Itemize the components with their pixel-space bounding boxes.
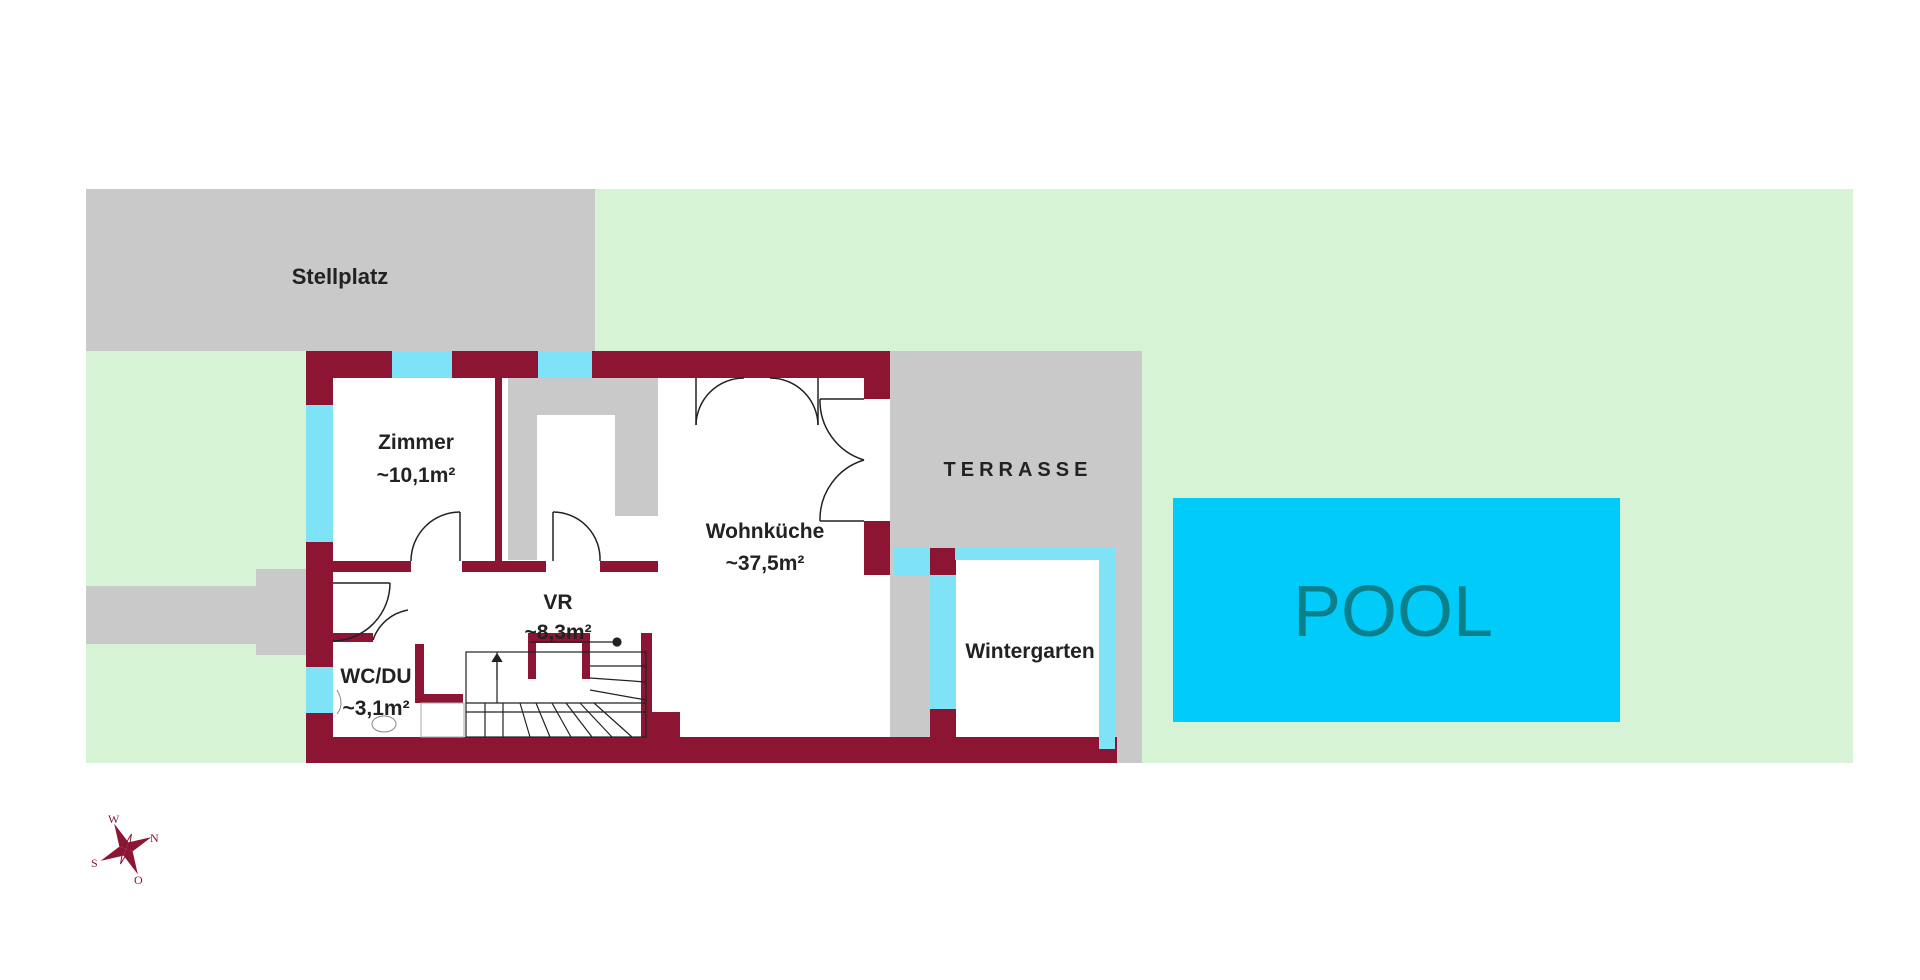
pool (1173, 498, 1620, 722)
compass-west-label: W (108, 812, 120, 826)
entrance-step (256, 569, 308, 655)
vr-area: ~8,3m² (524, 621, 591, 644)
toilet-icon (371, 715, 397, 733)
compass-south-label: S (91, 856, 98, 870)
wohnkueche-area: ~37,5m² (726, 552, 805, 575)
washbasin-icon (336, 689, 342, 715)
wcdu-name: WC/DU (340, 665, 411, 688)
door-swing (819, 398, 865, 461)
compass-rose-icon (100, 823, 152, 875)
door-swing (552, 511, 601, 562)
pool-label: POOL (1293, 572, 1493, 652)
vr-name: VR (543, 591, 572, 614)
kitchen-cabinet (615, 378, 658, 516)
windows (306, 351, 1115, 749)
stellplatz-label: Stellplatz (292, 264, 389, 289)
stellplatz-area (86, 189, 595, 351)
door-swing (332, 582, 391, 642)
door-swing (410, 511, 461, 562)
stair-start-dot (612, 637, 622, 647)
staircase (465, 637, 647, 738)
door-swing (769, 377, 819, 426)
stair-arrowhead (491, 652, 503, 663)
shaft-block (508, 378, 537, 560)
compass-north-label: N (150, 831, 159, 845)
wintergarten-floor (955, 548, 1107, 763)
door-swing (819, 459, 865, 522)
zimmer-area: ~10,1m² (377, 464, 456, 487)
door-swing (695, 377, 745, 426)
wohnkueche-name: Wohnküche (706, 520, 825, 543)
door-swing (372, 609, 409, 641)
terrasse-label: TERRASSE (944, 459, 1093, 481)
shower-tray (420, 702, 465, 738)
house-floor (306, 351, 890, 763)
zimmer-name: Zimmer (378, 431, 454, 454)
wintergarten-name: Wintergarten (965, 640, 1094, 663)
compass-east-label: O (134, 873, 143, 887)
doors (332, 377, 865, 642)
bathroom-fixtures (336, 689, 465, 738)
wcdu-area: ~3,1m² (342, 697, 409, 720)
